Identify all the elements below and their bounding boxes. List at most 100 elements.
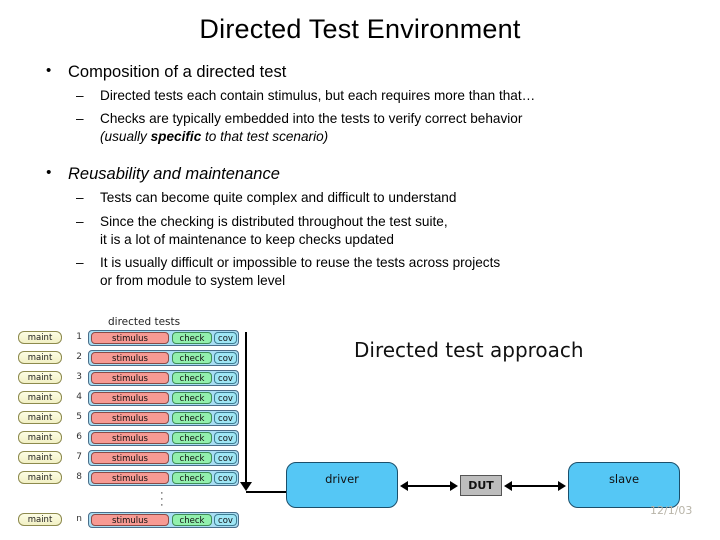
connector-dut-slave [506, 485, 564, 487]
segment-stimulus: stimulus [91, 392, 169, 404]
page-title: Directed Test Environment [199, 14, 521, 44]
row-index-label: 3 [76, 372, 82, 382]
directed-tests-header: directed tests [108, 316, 181, 328]
segment-stimulus: stimulus [91, 514, 169, 526]
maint-button[interactable]: maint [18, 391, 62, 404]
sub-bullet-1-2: – Checks are typically embedded into the… [0, 110, 720, 146]
maint-button[interactable]: maint [18, 471, 62, 484]
maint-button[interactable]: maint [18, 351, 62, 364]
connector-driver-dut [402, 485, 456, 487]
sub-bullet-2-1-text: Tests can become quite complex and diffi… [100, 190, 457, 206]
bullet-group-spacer [0, 146, 720, 164]
segment-check: check [172, 514, 212, 526]
maint-button[interactable]: maint [18, 411, 62, 424]
segment-cov: cov [214, 332, 237, 344]
maint-button[interactable]: maint [18, 431, 62, 444]
segment-cov: cov [214, 412, 237, 424]
segment-check: check [172, 372, 212, 384]
row-index-label: n [76, 514, 82, 524]
ellipsis-row: ··· [8, 487, 258, 511]
segment-stimulus: stimulus [91, 472, 169, 484]
arrow-head-left-icon [504, 481, 512, 491]
arrow-head-right-icon [558, 481, 566, 491]
segment-check: check [172, 352, 212, 364]
maint-button[interactable]: maint [18, 513, 62, 526]
bullet-group-2-text: Reusability and maintenance [68, 165, 280, 184]
row-index-label: 5 [76, 412, 82, 422]
sub-bullet-1-2-continuation: (usually specific to that test scenario) [100, 128, 720, 146]
node-driver: driver [286, 462, 398, 508]
scenario-emphasis: specific [150, 129, 202, 145]
bullet-group-1-heading: • Composition of a directed test [0, 62, 720, 82]
sub-bullet-2-3-continuation: or from module to system level [100, 272, 286, 288]
row-index-label: 4 [76, 392, 82, 402]
segment-check: check [172, 452, 212, 464]
segment-check: check [172, 412, 212, 424]
segment-stimulus: stimulus [91, 352, 169, 364]
arrow-head-right-icon [450, 481, 458, 491]
vertical-arrow-line [245, 332, 247, 484]
dash-icon: – [76, 190, 84, 206]
horizontal-arrow-line [246, 491, 288, 493]
node-slave: slave [568, 462, 680, 508]
sub-bullet-2-3-text: It is usually difficult or impossible to… [100, 254, 501, 270]
dash-icon: – [76, 213, 84, 229]
row-index-label: 7 [76, 452, 82, 462]
bullet-dot-icon: • [46, 62, 52, 79]
approach-title: Directed test approach [354, 338, 584, 362]
segment-check: check [172, 472, 212, 484]
sub-bullet-2-2: – Since the checking is distributed thro… [0, 213, 720, 249]
segment-cov: cov [214, 432, 237, 444]
directed-test-approach-diagram: Directed test approach driver DUT slave … [262, 318, 720, 540]
segment-cov: cov [214, 472, 237, 484]
arrow-head-left-icon [400, 481, 408, 491]
row-index-label: 1 [76, 332, 82, 342]
dash-icon: – [76, 88, 84, 104]
sub-bullet-2-2-continuation: it is a lot of maintenance to keep check… [100, 231, 394, 247]
segment-stimulus: stimulus [91, 412, 169, 424]
dash-icon: – [76, 111, 84, 127]
segment-stimulus: stimulus [91, 432, 169, 444]
segment-cov: cov [214, 392, 237, 404]
maint-button[interactable]: maint [18, 331, 62, 344]
sub-bullet-1-1-text: Directed tests each contain stimulus, bu… [100, 88, 536, 104]
sub-bullet-2-2-text: Since the checking is distributed throug… [100, 213, 448, 229]
segment-check: check [172, 432, 212, 444]
sub-bullet-2-1: – Tests can become quite complex and dif… [0, 189, 720, 207]
row-index-label: 8 [76, 472, 82, 482]
date-stamp: 12/1/03 [650, 504, 693, 517]
vertical-ellipsis-icon: ··· [160, 487, 164, 511]
maint-button[interactable]: maint [18, 451, 62, 464]
maint-button[interactable]: maint [18, 371, 62, 384]
row-index-label: 2 [76, 352, 82, 362]
bullet-group-1-text: Composition of a directed test [68, 63, 287, 81]
node-dut: DUT [460, 475, 502, 496]
scenario-prefix: (usually [100, 129, 151, 145]
segment-check: check [172, 392, 212, 404]
dash-icon: – [76, 254, 84, 270]
segment-cov: cov [214, 352, 237, 364]
segment-cov: cov [214, 452, 237, 464]
sub-bullet-1-2-text: Checks are typically embedded into the t… [100, 111, 523, 127]
vertical-arrow-head-icon [240, 482, 252, 491]
bullet-dot-icon: • [46, 164, 52, 182]
sub-bullet-1-1: – Directed tests each contain stimulus, … [0, 87, 720, 105]
segment-check: check [172, 332, 212, 344]
segment-cov: cov [214, 514, 237, 526]
